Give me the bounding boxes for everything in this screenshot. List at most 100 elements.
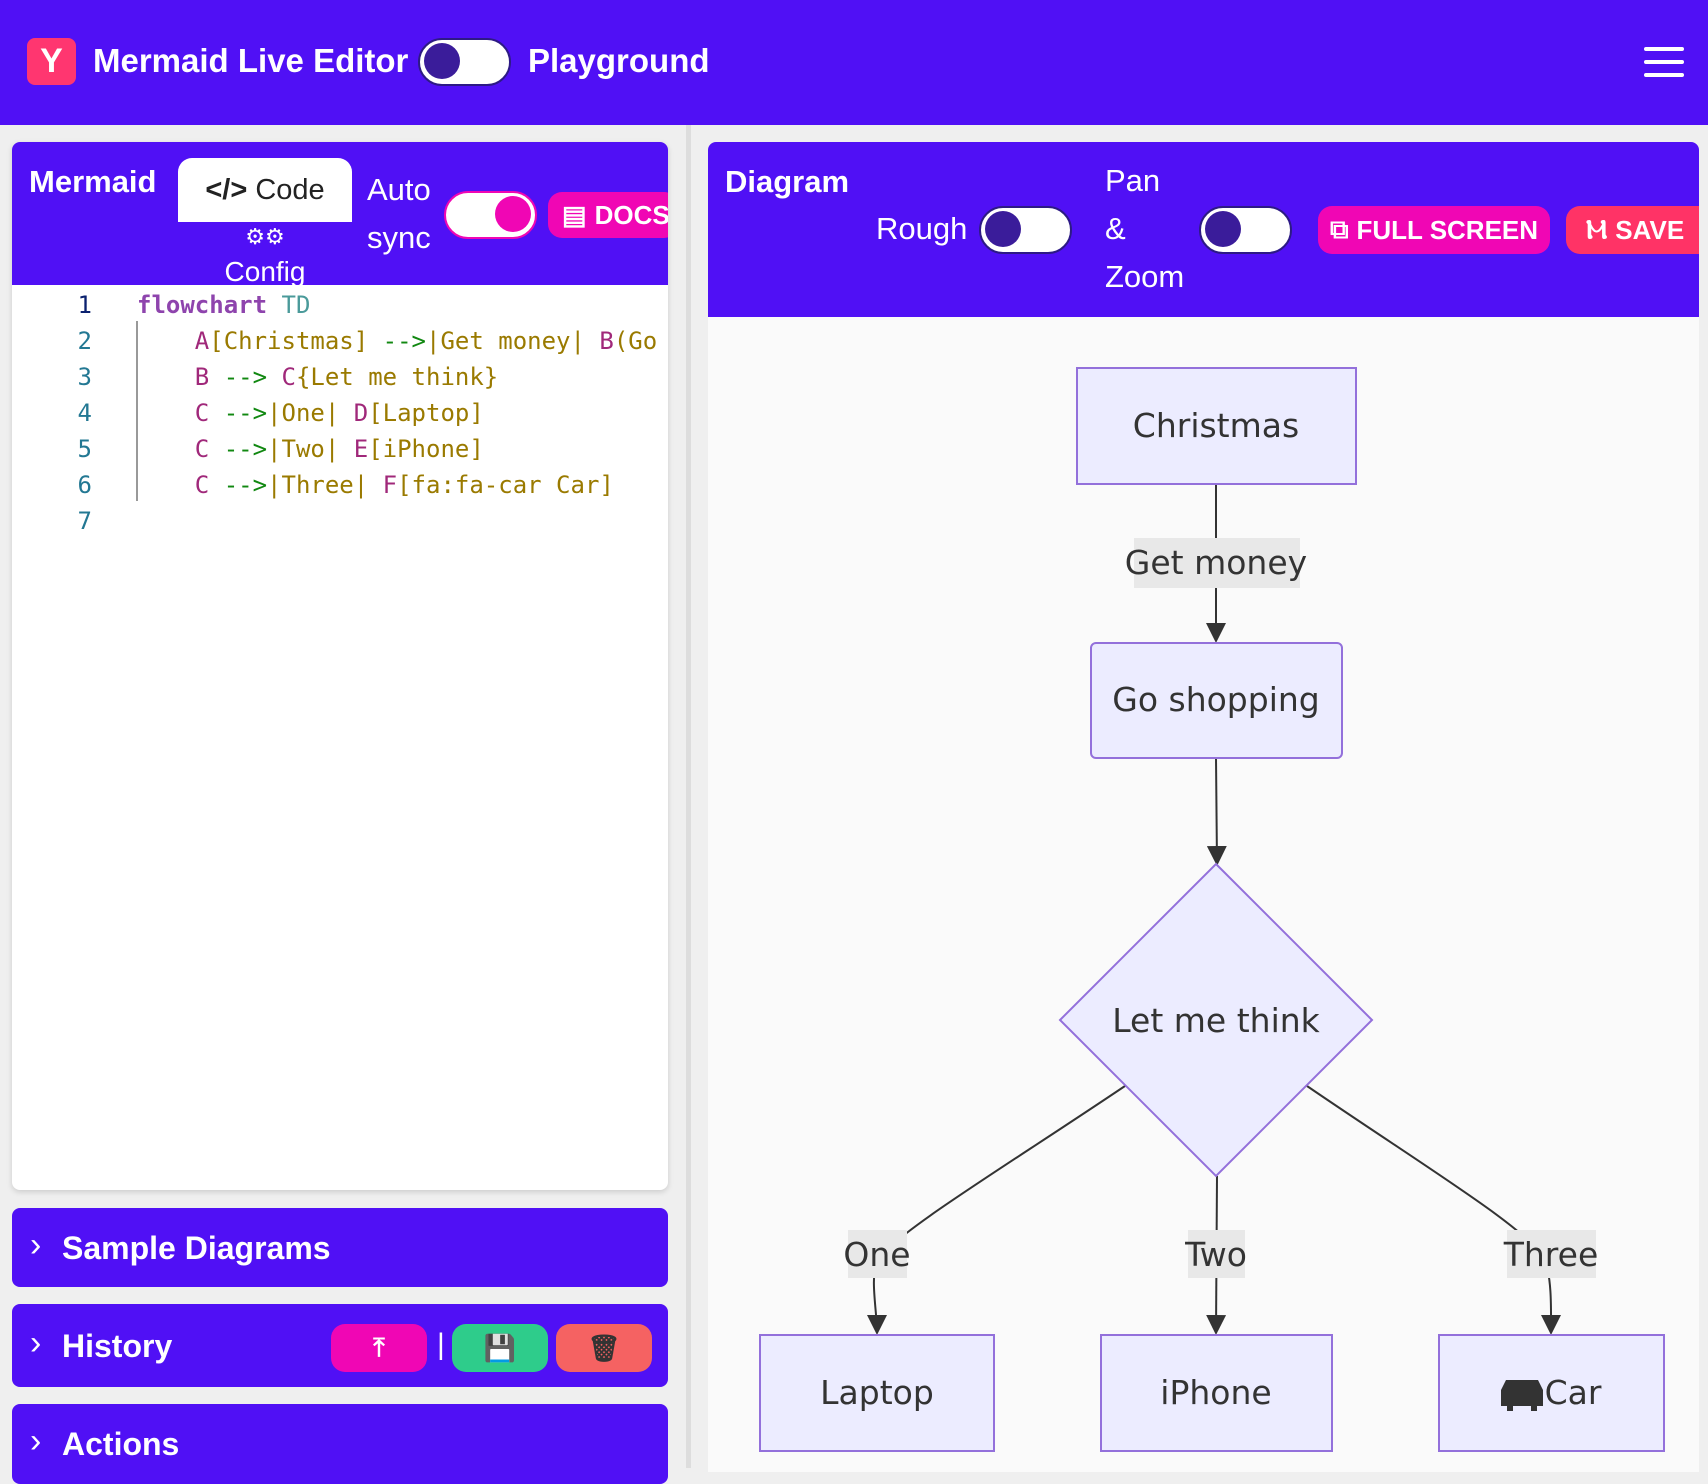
playground-toggle[interactable] xyxy=(418,38,511,86)
node-car xyxy=(1438,1334,1665,1452)
toggle-knob xyxy=(985,211,1021,247)
code-line[interactable]: C -->|Two| E[iPhone] xyxy=(137,435,484,463)
code-token: F xyxy=(368,471,398,499)
code-token: C xyxy=(137,399,210,427)
chevron-right-icon: › xyxy=(30,1324,42,1362)
sample-diagrams-section[interactable]: › Sample Diagrams xyxy=(12,1208,668,1287)
save-label: SAVE xyxy=(1615,214,1685,245)
indent-guide xyxy=(136,321,138,501)
node-label-laptop: Laptop xyxy=(820,1373,934,1412)
code-token: TD xyxy=(267,291,311,319)
top-header: Y Mermaid Live Editor Playground xyxy=(0,0,1708,125)
code-token: {Let me think} xyxy=(295,363,499,391)
node-christmas xyxy=(1076,367,1357,485)
code-token: B xyxy=(137,363,210,391)
rough-toggle[interactable] xyxy=(979,206,1072,254)
edge-label-one: One xyxy=(843,1235,910,1274)
autosync-toggle[interactable] xyxy=(444,191,537,239)
code-token: |Get money| xyxy=(426,327,585,355)
edge-label-three: Three xyxy=(1503,1235,1599,1274)
editor-panel: Mermaid </> Code ⚙⚙ Config Auto sync ▤DO… xyxy=(12,142,668,1190)
code-token: --> xyxy=(368,327,426,355)
code-token: (Go xyxy=(613,327,658,355)
code-line[interactable]: A[Christmas] -->|Get money| B(Go xyxy=(137,327,657,355)
code-token: --> xyxy=(209,435,268,463)
delete-history-button[interactable]: 🗑 xyxy=(556,1324,652,1372)
docs-label: DOCS xyxy=(594,199,668,230)
code-token: E xyxy=(339,435,369,463)
code-line[interactable]: B --> C{Let me think} xyxy=(137,363,498,391)
toggle-knob xyxy=(495,196,531,232)
diagram-title: Diagram xyxy=(725,164,850,199)
code-line[interactable]: C -->|Three| F[fa:fa-car Car] xyxy=(137,471,614,499)
edge-label-get-money: Get money xyxy=(1125,543,1307,582)
code-token: A xyxy=(137,327,210,355)
tab-code-label: Code xyxy=(255,174,325,206)
line-number: 4 xyxy=(77,399,92,427)
panzoom-toggle[interactable] xyxy=(1199,206,1292,254)
history-section[interactable]: › History ⤒ | 💾 🗑 xyxy=(12,1304,668,1387)
code-token: [Laptop] xyxy=(368,399,484,427)
edge-label-bg xyxy=(1188,1230,1245,1278)
tab-config-label: Config xyxy=(224,256,306,285)
code-token: C xyxy=(137,435,210,463)
node-let-me-think xyxy=(1058,862,1374,1178)
node-label-car: Car xyxy=(1545,1373,1602,1412)
node-label-iphone: iPhone xyxy=(1160,1373,1271,1412)
edge-label-bg xyxy=(1507,1230,1596,1278)
line-number: 1 xyxy=(77,291,92,319)
edge-label-bg xyxy=(848,1230,907,1278)
line-number: 7 xyxy=(77,507,92,535)
separator: | xyxy=(437,1328,445,1361)
code-token: C xyxy=(137,471,210,499)
line-number: 6 xyxy=(77,471,92,499)
code-token: --> xyxy=(209,399,268,427)
code-token: |Three| xyxy=(267,471,369,499)
code-token: [iPhone] xyxy=(368,435,484,463)
chevron-right-icon: › xyxy=(30,1226,42,1264)
code-token: [Christmas] xyxy=(209,327,369,355)
editor-header: Mermaid </> Code ⚙⚙ Config Auto sync ▤DO… xyxy=(12,142,668,285)
panzoom-label-2: & xyxy=(1105,211,1126,246)
toggle-knob xyxy=(1205,211,1241,247)
toggle-knob xyxy=(424,43,460,79)
code-token: --> xyxy=(209,363,268,391)
autosync-label-1: Auto xyxy=(367,172,431,207)
fullscreen-label: FULL SCREEN xyxy=(1356,214,1539,245)
node-label-let-me-think: Let me think xyxy=(1112,1001,1320,1040)
code-line[interactable]: flowchart TD xyxy=(137,291,310,319)
hamburger-icon[interactable] xyxy=(1644,47,1684,77)
code-icon: </> xyxy=(205,174,248,206)
rough-label: Rough xyxy=(876,211,968,246)
tab-code[interactable]: </> Code xyxy=(178,158,352,222)
playground-label: Playground xyxy=(528,42,710,79)
line-number: 3 xyxy=(77,363,92,391)
autosync-label-2: sync xyxy=(367,220,431,255)
line-number: 2 xyxy=(77,327,92,355)
code-token: D xyxy=(339,399,369,427)
docs-button[interactable]: ▤DOCS xyxy=(548,192,668,238)
panel-resizer[interactable] xyxy=(686,125,691,1468)
code-token: |One| xyxy=(267,399,340,427)
upload-history-button[interactable]: ⤒ xyxy=(331,1324,427,1372)
tab-config[interactable]: ⚙⚙ Config xyxy=(178,222,352,285)
code-line[interactable]: C -->|One| D[Laptop] xyxy=(137,399,484,427)
external-link-icon: ⧉ xyxy=(1329,214,1349,244)
actions-section[interactable]: › Actions xyxy=(12,1404,668,1484)
code-token: flowchart xyxy=(137,291,268,319)
node-label-go-shopping: Go shopping xyxy=(1112,680,1319,719)
flowchart-canvas[interactable]: Christmas Get money Go shopping Let me t… xyxy=(708,317,1699,1472)
edge-label-two: Two xyxy=(1184,1235,1247,1274)
mermaid-logo: Y xyxy=(27,38,76,85)
code-token: --> xyxy=(209,471,268,499)
edge-label-bg xyxy=(1134,538,1300,588)
fullscreen-button[interactable]: ⧉FULL SCREEN xyxy=(1318,206,1550,254)
save-history-button[interactable]: 💾 xyxy=(452,1324,548,1372)
node-go-shopping xyxy=(1090,642,1343,759)
node-laptop xyxy=(759,1334,995,1452)
code-token: |Two| xyxy=(267,435,340,463)
editor-title: Mermaid xyxy=(29,164,157,199)
